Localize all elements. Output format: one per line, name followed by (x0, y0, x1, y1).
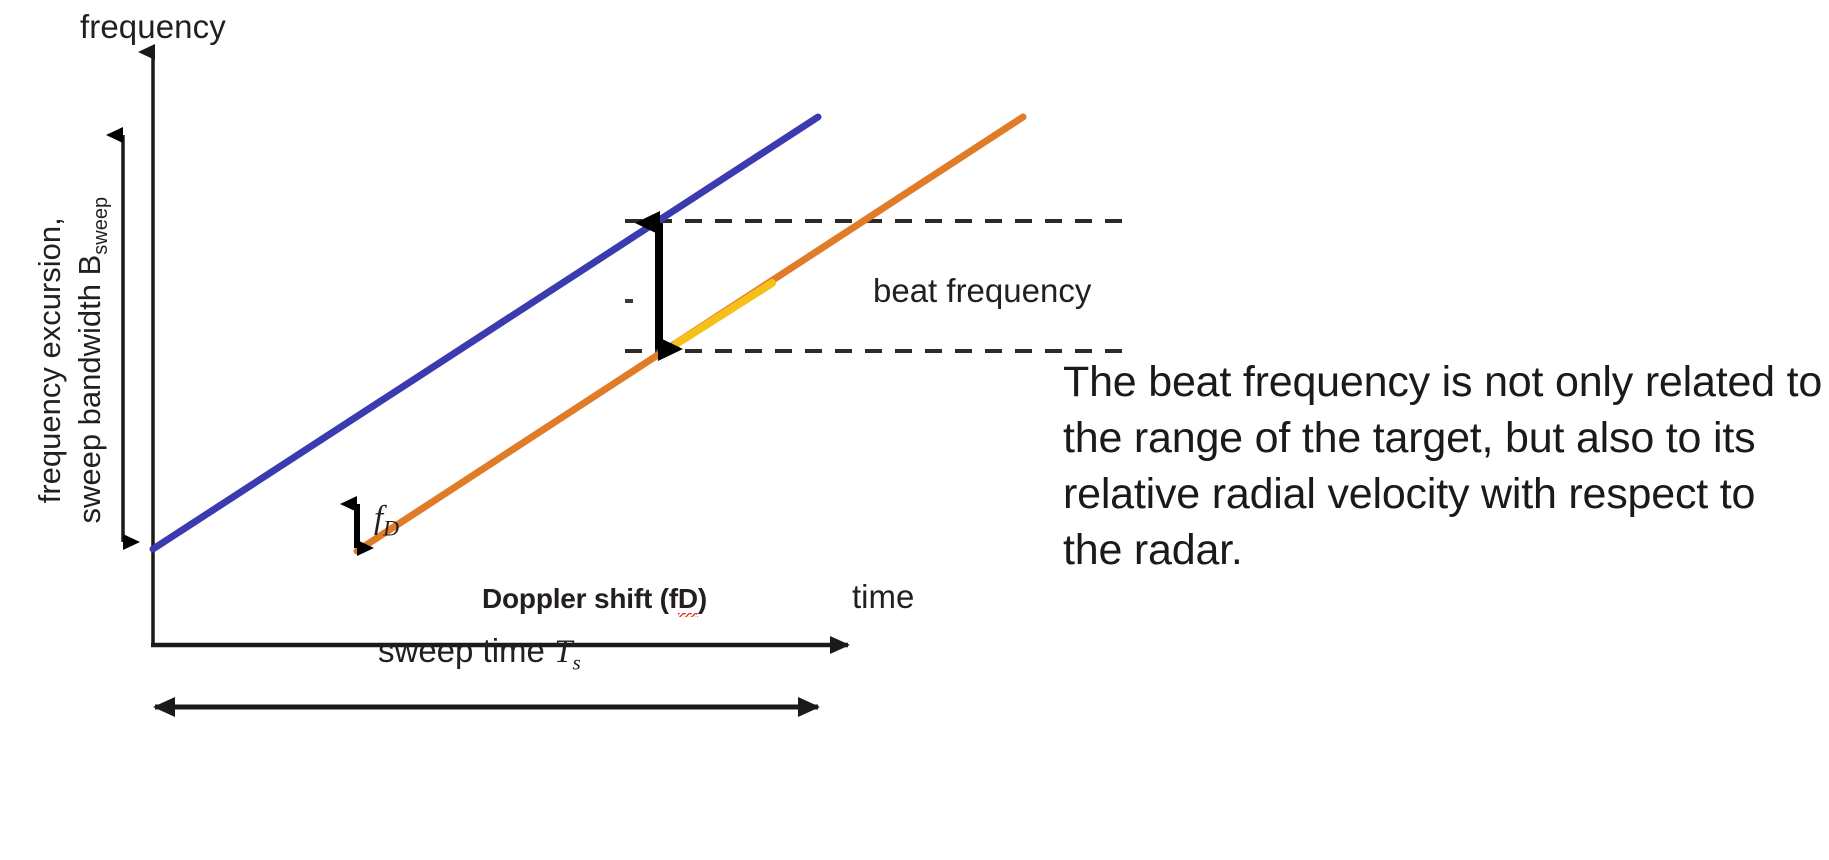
sweep-time-prefix: sweep time (378, 632, 555, 669)
y-axis-caption-line-1: frequency excursion, (31, 217, 67, 504)
sweep-time-subscript: s (572, 650, 581, 675)
fd-symbol-base: f (374, 500, 384, 536)
beat-frequency-label: beat frequency (873, 272, 1092, 309)
fd-symbol-label: fD (374, 500, 399, 542)
doppler-shift-label: Doppler shift (fD) (482, 583, 708, 617)
y-axis-caption-subscript: sweep (89, 196, 112, 255)
beat-arrow-tick-mark (625, 299, 633, 303)
doppler-shift-subscript: D (677, 583, 698, 617)
transmitted-chirp-line (149, 113, 822, 553)
sweep-time-symbol: T (554, 634, 573, 670)
doppler-shift-close-paren: ) (697, 583, 708, 614)
y-axis-caption: frequency excursion, sweep bandwidth Bsw… (30, 140, 114, 580)
doppler-shift-text: Doppler shift (f (482, 583, 678, 614)
x-axis-label: time (852, 578, 915, 615)
highlight-segment-line (672, 279, 776, 348)
explanatory-note: The beat frequency is not only related t… (1063, 355, 1823, 579)
y-axis-caption-line-2: sweep bandwidth B (71, 254, 107, 524)
fd-symbol-subscript: D (383, 515, 400, 541)
sweep-time-label: sweep time Ts (378, 632, 581, 676)
y-axis-label: frequency (80, 8, 226, 45)
explanatory-note-text: The beat frequency is not only related t… (1063, 358, 1823, 574)
